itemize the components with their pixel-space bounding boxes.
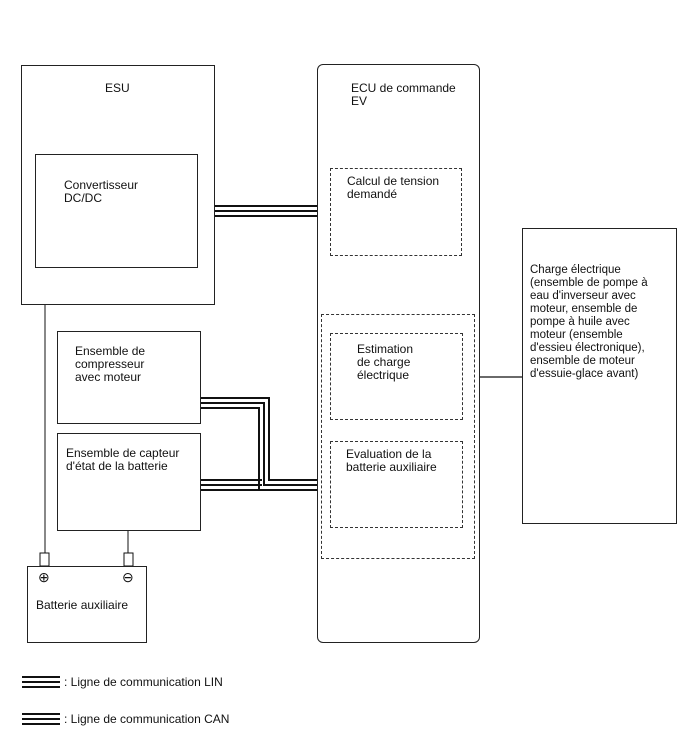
electrical-load-block [522,228,677,524]
legend-lin-symbol [22,676,60,688]
compressor-label: Ensemble de compresseur avec moteur [75,344,146,384]
aux-battery-label: Batterie auxiliaire [36,598,129,612]
aux-battery-block [27,566,147,643]
battery-eval-block [330,441,463,528]
legend-can-symbol [22,713,60,725]
compressor-block [57,331,201,424]
estimation-group [321,314,475,559]
dcdc-converter-block [35,154,198,268]
voltage-calc-block [330,168,462,256]
load-estimation-label: Estimation de charge électrique [357,342,414,382]
lin-line-sensor-ecu [201,479,262,491]
lin-line-dcdc-ecu [213,205,330,217]
load-estimation-block [330,333,463,420]
battery-sensor-block [57,433,201,531]
battery-sensor-label: Ensemble de capteur d'état de la batteri… [66,446,180,473]
negative-terminal: ⊖ [122,569,134,585]
ev-ecu-label: ECU de commande EV [351,81,456,108]
battery-eval-label: Evaluation de la batterie auxiliaire [346,447,437,474]
battery-post-positive [39,552,50,567]
voltage-calc-label: Calcul de tension demandé [347,174,440,201]
legend-lin-label: : Ligne de communication LIN [64,675,223,689]
electrical-load-label: Charge électrique (ensemble de pompe à e… [530,264,648,380]
esu-label: ESU [105,81,130,95]
battery-post-negative [123,552,134,567]
positive-terminal: ⊕ [38,569,50,585]
legend-can-label: : Ligne de communication CAN [64,712,230,726]
can-line-compressor-ecu [201,397,330,491]
dcdc-converter-label: Convertisseur DC/DC [64,178,139,205]
